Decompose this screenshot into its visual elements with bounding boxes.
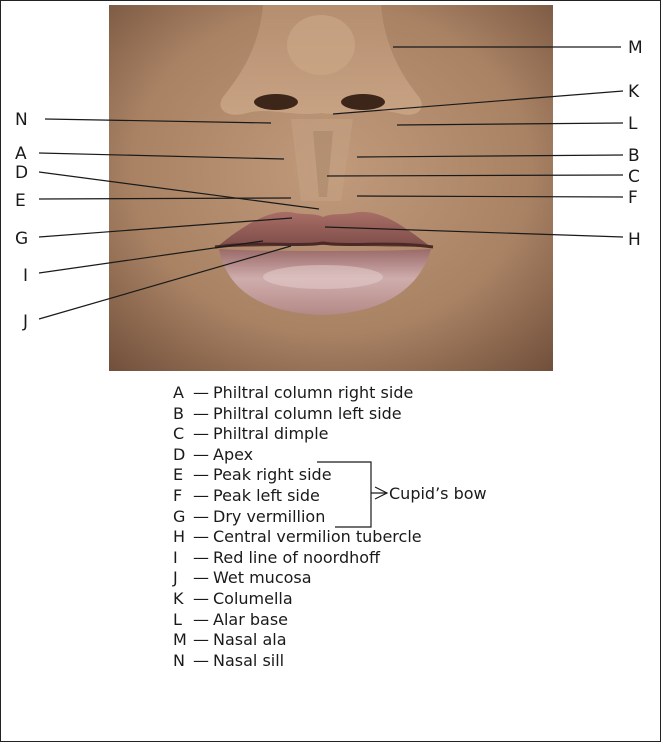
legend-item-L: L—Alar base — [173, 610, 422, 631]
legend-item-C: C—Philtral dimple — [173, 424, 422, 445]
legend-item-J: J—Wet mucosa — [173, 568, 422, 589]
label-B: B — [628, 146, 640, 166]
legend-item-N: N—Nasal sill — [173, 651, 422, 672]
label-G: G — [15, 229, 28, 249]
label-N: N — [15, 110, 28, 130]
label-M: M — [628, 38, 643, 58]
face-photo — [109, 5, 553, 371]
cupids-bow-bracket — [313, 453, 389, 533]
left-nostril — [341, 94, 385, 110]
label-C: C — [628, 167, 640, 187]
label-K: K — [628, 82, 640, 102]
label-A: A — [15, 144, 27, 164]
legend-item-B: B—Philtral column left side — [173, 404, 422, 425]
face-diagram: N A D E G I J M K L B C F H — [1, 1, 662, 381]
label-E: E — [15, 191, 26, 211]
label-I: I — [23, 266, 28, 286]
label-L: L — [628, 114, 638, 134]
label-H: H — [628, 230, 641, 250]
right-nostril — [254, 94, 298, 110]
label-J: J — [22, 312, 28, 332]
cupids-bow-label: Cupid’s bow — [389, 484, 487, 503]
label-D: D — [15, 163, 28, 183]
legend-item-I: I—Red line of noordhoff — [173, 548, 422, 569]
legend-item-A: A—Philtral column right side — [173, 383, 422, 404]
legend-item-M: M—Nasal ala — [173, 630, 422, 651]
label-F: F — [628, 188, 638, 208]
legend-item-K: K—Columella — [173, 589, 422, 610]
